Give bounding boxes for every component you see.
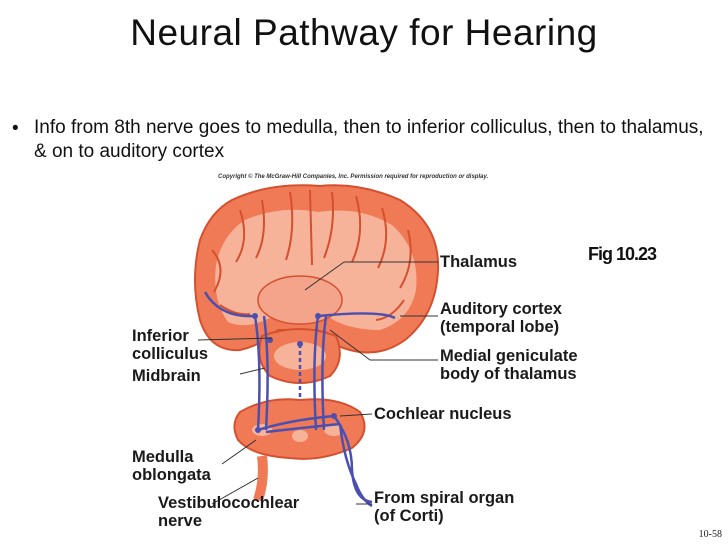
label-body-of-thalamus: body of thalamus — [440, 365, 577, 383]
label-medial-geniculate: Medial geniculate — [440, 347, 578, 365]
label-thalamus: Thalamus — [440, 253, 517, 271]
label-inferior: Inferior — [132, 327, 189, 345]
label-vestibulocochlear: Vestibulocochlear — [158, 494, 299, 512]
label-midbrain: Midbrain — [132, 367, 201, 385]
label-oblongata: oblongata — [132, 466, 211, 484]
label-of-corti: (of Corti) — [374, 507, 444, 525]
label-cochlear-nucleus: Cochlear nucleus — [374, 405, 512, 423]
label-medulla: Medulla — [132, 448, 193, 466]
thalamus-region — [258, 276, 342, 324]
label-temporal-lobe: (temporal lobe) — [440, 318, 559, 336]
page-number: 10-58 — [699, 529, 722, 540]
label-auditory-cortex: Auditory cortex — [440, 300, 562, 318]
figure-reference: Fig 10.23 — [588, 244, 656, 265]
label-colliculus: colliculus — [132, 345, 208, 363]
label-spiral-organ: From spiral organ — [374, 489, 514, 507]
label-nerve: nerve — [158, 512, 202, 530]
